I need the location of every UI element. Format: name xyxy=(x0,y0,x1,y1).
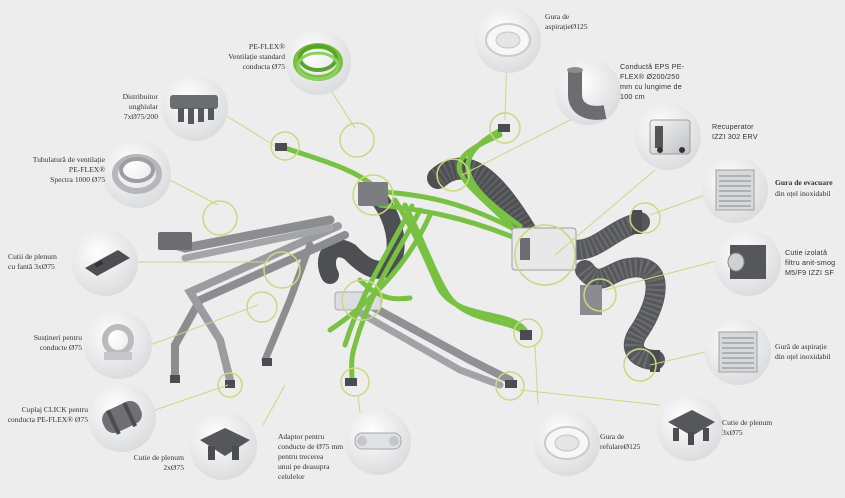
plenum-3x-icon xyxy=(657,395,723,461)
label-cutie-plenum-2: Cutie de plenum 2xØ75 xyxy=(133,453,184,472)
recuperator-panel xyxy=(520,238,530,260)
eps-elbow-icon xyxy=(555,59,621,125)
label-cutie-izolata: Cutie izolată filtru anit-smog M5/F9 IZZ… xyxy=(785,248,836,277)
callout-circles xyxy=(202,112,661,401)
label-recuperator: Recuperator IZZI 302 ERV xyxy=(712,122,758,141)
label-distributor: Distribuitor unghiular 7xØ75/200 xyxy=(122,92,158,121)
spectra-coil-icon xyxy=(103,140,171,208)
distributor-icon xyxy=(162,75,228,141)
gray-duct-2 xyxy=(184,222,342,384)
label-gura-refulare: Gura de refulareØ125 xyxy=(600,432,641,451)
round-grille-top-icon xyxy=(475,7,541,73)
gray-duct-7 xyxy=(261,241,314,364)
duct-network xyxy=(158,124,666,389)
product-balls xyxy=(72,7,781,480)
gray-duct-4 xyxy=(181,224,334,262)
label-cuplaj: Cuplaj CLICK pentru conducta PE-FLEX® Ø7… xyxy=(7,405,88,424)
label-conducta-eps: Conductă EPS PE- FLEX® Ø200/250 mm cu lu… xyxy=(620,62,685,101)
filter-box-duct xyxy=(580,285,602,315)
label-gura-evacuare-sub: din oțel inoxidabil xyxy=(775,189,831,198)
adaptor-icon xyxy=(345,409,411,475)
plenum-slot-icon xyxy=(72,230,138,296)
gray-duct-1 xyxy=(171,231,349,379)
pipe-support-icon xyxy=(84,311,152,379)
green-ducts xyxy=(282,125,531,383)
round-grille-icon xyxy=(534,410,600,476)
label-gura-aspiratie-125: Gura de aspirațieØ125 xyxy=(545,12,588,31)
recuperator-icon xyxy=(635,104,701,170)
stainless-grille-2-icon xyxy=(705,319,771,385)
click-coupling-icon xyxy=(88,384,156,452)
main-duct-upper-ribs xyxy=(431,158,534,236)
label-gura-evacuare-title: Gura de evacuare xyxy=(775,178,833,187)
label-gura-aspiratie-inox: Gură de aspirație din oțel inoxidabil xyxy=(775,342,831,361)
main-duct-left xyxy=(317,191,405,284)
label-sustineri: Susțineri pentru conducte Ø75 xyxy=(33,333,82,352)
exhaust-duct-ribs xyxy=(574,213,643,259)
distributor-on-line xyxy=(358,182,388,206)
gray-duct-5 xyxy=(356,296,514,384)
peflex-coil-icon xyxy=(285,29,351,95)
plenum-2x-icon xyxy=(189,412,257,480)
antismog-box-icon xyxy=(715,230,781,296)
label-cutie-plenum-3: Cutie de plenum 3xØ75 xyxy=(722,418,773,437)
label-tubulatura: Tubulatură de ventilație PE-FLEX® Spectr… xyxy=(32,155,105,184)
label-adaptor: Adaptor pentru conducte de Ø75 mm pentru… xyxy=(278,432,344,481)
gray-duct-6 xyxy=(351,306,504,389)
label-peflex-tube: PE-FLEX® Ventilație standard conducta Ø7… xyxy=(228,42,285,71)
label-cutii-fanta: Cutii de plenum cu fantă 3xØ75 xyxy=(8,252,57,271)
stainless-grille-icon xyxy=(702,157,768,223)
plenum-box-left xyxy=(158,232,192,250)
